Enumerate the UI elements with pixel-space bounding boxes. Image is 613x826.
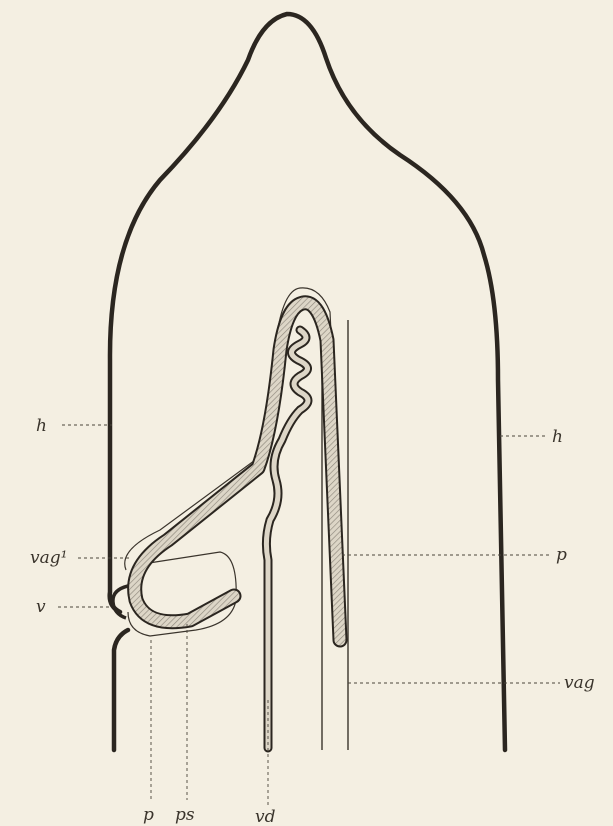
- outer-body-left-wall: [110, 14, 505, 750]
- penis-coil-hatched: [135, 303, 340, 640]
- label-h-left: h: [36, 416, 47, 436]
- outer-body-notch: [113, 586, 128, 618]
- label-ps: ps: [175, 805, 195, 825]
- label-p-right: p: [556, 545, 567, 565]
- label-h-right: h: [552, 427, 563, 447]
- penis-sheath-outline: [125, 288, 346, 640]
- label-vag: vag: [564, 673, 595, 693]
- label-vd: vd: [255, 807, 276, 826]
- label-v: v: [36, 597, 46, 617]
- label-p-bottom: p: [143, 805, 154, 825]
- label-vag1: vag¹: [30, 548, 67, 568]
